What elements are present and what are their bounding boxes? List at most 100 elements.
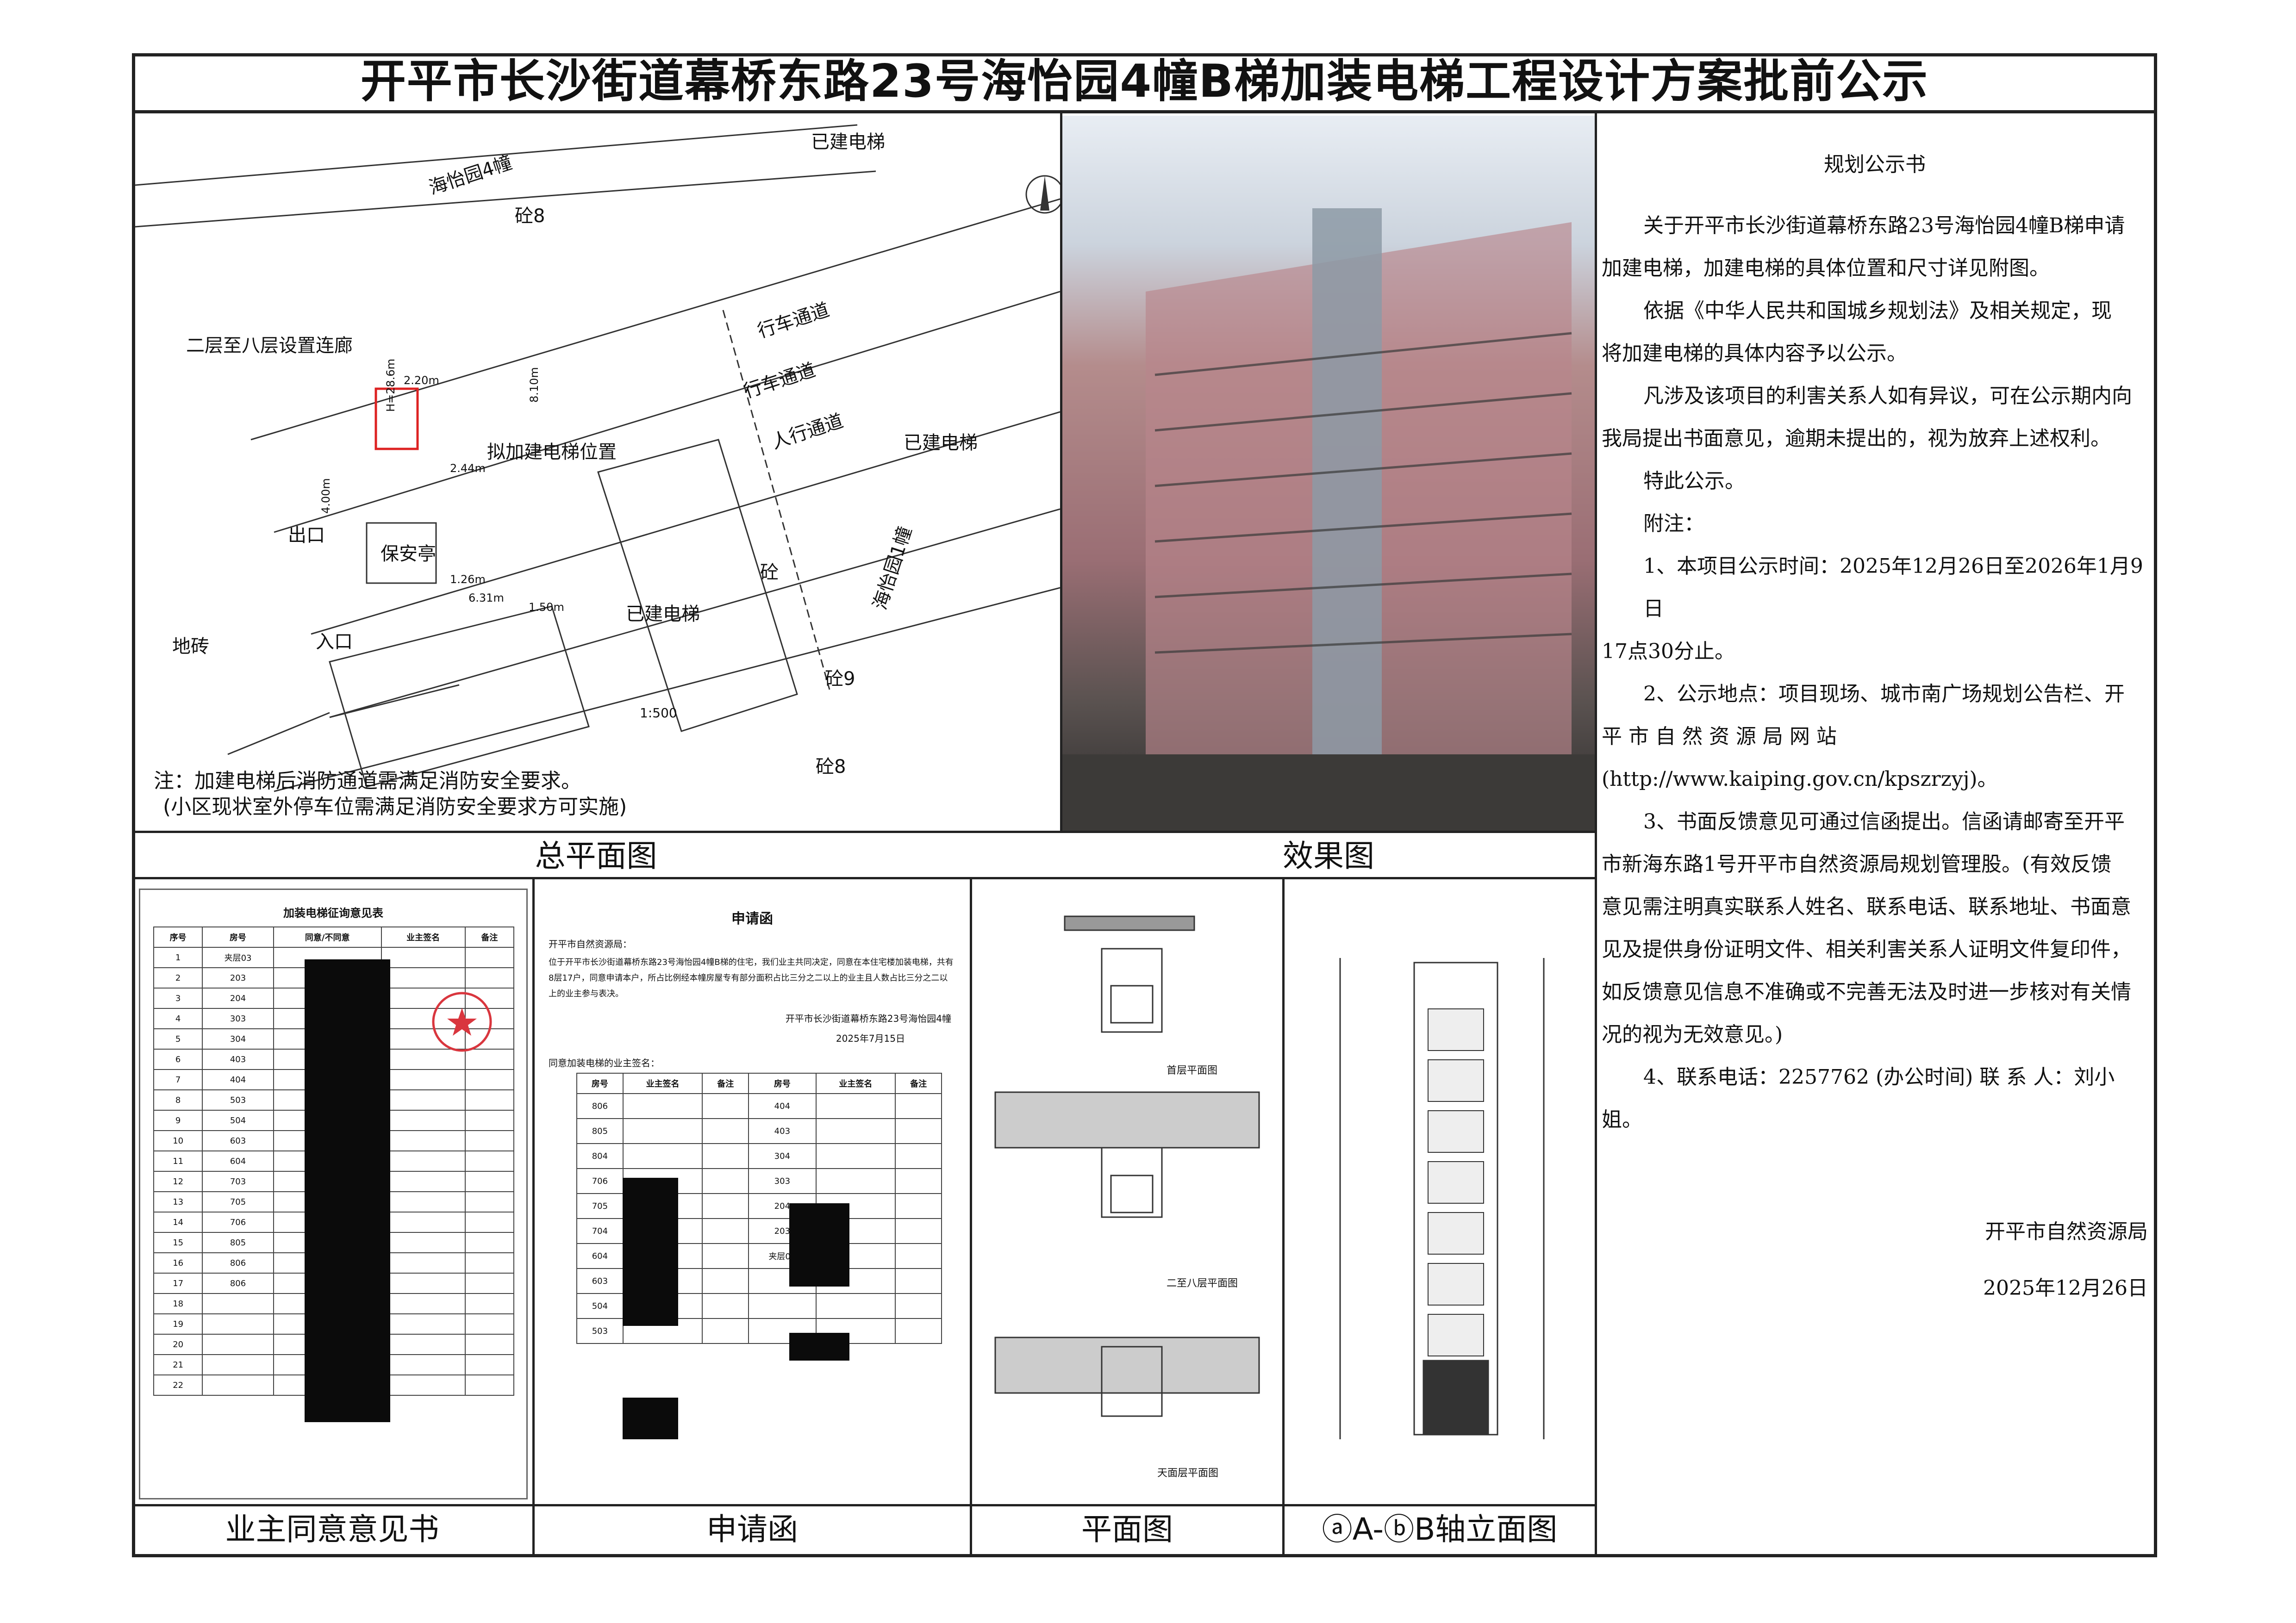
table-cell [464,947,515,968]
table-cell: 8 [153,1089,203,1111]
notice-org: 开平市自然资源局 [1985,1220,2148,1244]
divider-caption-bottom [132,1504,1597,1506]
table-cell [381,1273,466,1294]
table-cell: 16 [153,1252,203,1274]
table-cell: 203 [202,967,274,989]
table-cell [464,1374,515,1396]
table-cell: 21 [153,1354,203,1375]
label-height: H=28.6m [384,359,397,412]
table-cell [815,1118,896,1144]
table-cell [895,1143,942,1169]
page-title: 开平市长沙街道幕桥东路23号海怡园4幢B梯加装电梯工程设计方案批前公示 [132,53,2157,113]
table-cell: 204 [202,988,274,1009]
table-cell [464,1212,515,1233]
notice-website-link[interactable]: (http://www.kaiping.gov.cn/kpszrzyj)。 [1602,767,1998,791]
table-cell [381,1293,466,1314]
table-cell [702,1293,749,1319]
redacted-block [623,1398,678,1439]
label-exit: 出口 [288,525,325,546]
site-plan: 海怡园4幢 已建电梯 行车通道 行车通道 人行通道 已建电梯 拟加建电梯位置 二… [135,116,1060,831]
label-dim-6: 2.44m [450,462,486,475]
application-letter: 申请函 开平市自然资源局： 位于开平市长沙街道幕桥东路23号海怡园4幢B梯的住宅… [539,889,965,1499]
table-cell: 18 [153,1293,203,1314]
table-cell [464,1334,515,1355]
label-corridor: 二层至八层设置连廊 [186,335,353,356]
floor-plan-drawing: 首层平面图 二至八层平面图 天面层平面图 [994,915,1260,1479]
label-built-elev-1: 已建电梯 [811,131,885,153]
table-cell: 304 [202,1028,274,1050]
label-conc-2: 砼9 [825,668,855,690]
table-cell [702,1243,749,1269]
table-cell [895,1093,942,1119]
table-cell: 403 [748,1118,817,1144]
effect-caption: 效果图 [1283,838,1374,874]
table-cell [381,947,466,968]
redacted-block [305,959,390,1422]
table-cell [464,1150,515,1172]
table-cell: 604 [576,1243,624,1269]
label-built-elev-3: 已建电梯 [626,603,700,625]
table-cell [815,1293,896,1319]
label-lane-1: 行车通道 [755,299,832,342]
table-cell: 806 [576,1093,624,1119]
table-cell: 3 [153,988,203,1009]
table-cell: 7 [153,1069,203,1090]
site-plan-drawing: 海怡园4幢 已建电梯 行车通道 行车通道 人行通道 已建电梯 拟加建电梯位置 二… [135,124,1060,792]
table-cell [815,1143,896,1169]
table-cell: 12 [153,1171,203,1192]
table-cell: 706 [576,1168,624,1194]
label-conc-1: 砼8 [515,205,545,227]
table-cell [464,1110,515,1131]
table-cell [702,1318,749,1344]
redacted-block [789,1333,849,1361]
table-cell: 6 [153,1049,203,1070]
table-cell [381,1049,466,1070]
consent-col-header: 业主签名 [381,927,466,948]
table-cell [702,1268,749,1294]
table-cell [622,1093,703,1119]
table-cell [381,1089,466,1111]
table-cell [815,1093,896,1119]
table-cell [381,1110,466,1131]
table-cell: 805 [576,1118,624,1144]
table-cell: 403 [202,1049,274,1070]
table-cell: 404 [748,1093,817,1119]
table-cell [381,1130,466,1151]
table-cell [381,1069,466,1090]
table-cell: 504 [202,1110,274,1131]
table-cell [381,1334,466,1355]
floor-label-2: 二至八层平面图 [1167,1278,1238,1289]
effect-photo [1062,116,1595,831]
consent-col-header: 房号 [202,927,274,948]
table-cell: 706 [202,1212,274,1233]
table-cell [464,967,515,989]
table-cell [202,1334,274,1355]
label-conc-3: 砼8 [816,756,846,777]
table-cell [702,1093,749,1119]
table-cell [464,1313,515,1335]
application-caption: 申请函 [706,1511,798,1547]
label-dim-3: 4.00m [319,478,332,514]
table-cell: 504 [576,1293,624,1319]
table-cell: 1 [153,947,203,968]
label-dim-5: 1.50m [529,601,564,614]
table-cell [464,1049,515,1070]
table-cell: 22 [153,1374,203,1396]
table-cell [202,1293,274,1314]
table-cell [622,1118,703,1144]
elevation-svg [1339,958,1545,1439]
divider-top-1 [1060,113,1062,833]
divider-caption-top-bottom [132,877,1597,879]
divider-bot-3 [1282,877,1285,1557]
table-cell: 4 [153,1008,203,1029]
notice-heading: 规划公示书 [1824,153,1926,176]
table-cell: 703 [202,1171,274,1192]
application-col-header: 备注 [895,1073,942,1094]
table-cell [381,967,466,989]
site-plan-note: 注：加建电梯后消防通道需满足消防安全要求。 (小区现状室外停车位需满足消防安全要… [154,769,627,819]
table-row: 805 403 [576,1118,942,1144]
application-col-header: 房号 [576,1073,624,1094]
label-conc-4: 砼 [760,562,779,583]
